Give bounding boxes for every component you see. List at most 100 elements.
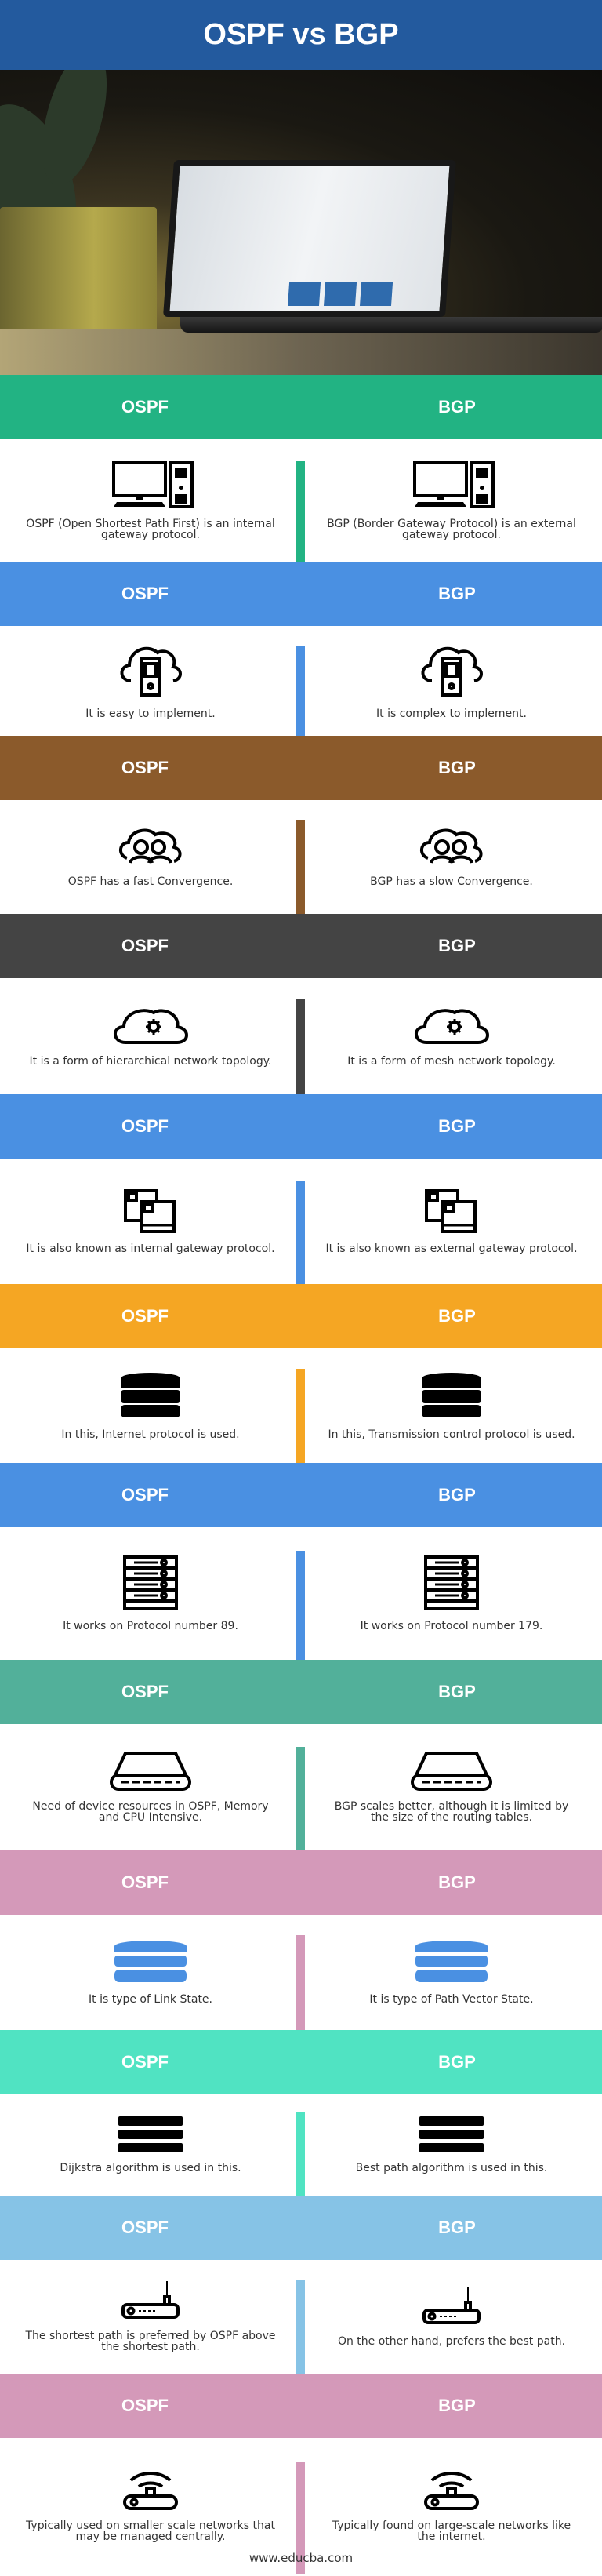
ospf-cell: It is also known as internal gateway pro… — [0, 1159, 301, 1284]
bgp-label: BGP — [438, 1872, 476, 1892]
bgp-text: Best path algorithm is used in this. — [355, 2162, 548, 2174]
divider — [296, 646, 305, 736]
desktop-computer-icon — [107, 460, 194, 518]
divider — [296, 999, 305, 1094]
blue-database-icon — [415, 1940, 488, 1994]
bgp-label: BGP — [438, 397, 476, 417]
comparison-row: OSPF BGP The shortest path is preferred … — [0, 2196, 602, 2374]
bgp-text: BGP (Border Gateway Protocol) is an exte… — [327, 517, 576, 541]
bgp-cell: It is also known as external gateway pro… — [301, 1159, 602, 1284]
divider — [296, 820, 305, 914]
ospf-cell: Need of device resources in OSPF, Memory… — [0, 1724, 301, 1850]
row-header: OSPF BGP — [0, 2374, 602, 2438]
hard-drive-icon — [411, 1752, 492, 1801]
row-header: OSPF BGP — [0, 1463, 602, 1527]
divider — [296, 461, 305, 562]
ospf-label: OSPF — [121, 1116, 169, 1136]
row-header: OSPF BGP — [0, 1850, 602, 1915]
bgp-cell: It works on Protocol number 179. — [301, 1527, 602, 1660]
cloud-gear-icon — [411, 1006, 492, 1056]
footer-url: www.educba.com — [248, 2551, 354, 2565]
comparison-row: OSPF BGP Need of device resources in OSP… — [0, 1660, 602, 1850]
bgp-label: BGP — [438, 2052, 476, 2072]
ospf-text: Need of device resources in OSPF, Memory… — [32, 1800, 269, 1824]
bgp-text: It is type of Path Vector State. — [369, 1993, 534, 2006]
row-header: OSPF BGP — [0, 1660, 602, 1724]
router-antenna-icon — [422, 2287, 481, 2336]
ospf-label: OSPF — [121, 2396, 169, 2415]
server-rack-icon — [123, 1555, 178, 1621]
cloud-users-icon — [118, 827, 183, 876]
row-header: OSPF BGP — [0, 562, 602, 626]
desktop-computer-icon — [408, 460, 495, 518]
wifi-router-icon — [424, 2471, 479, 2520]
bgp-label: BGP — [438, 2218, 476, 2237]
ospf-text: It is also known as internal gateway pro… — [26, 1242, 275, 1255]
ospf-label: OSPF — [121, 936, 169, 955]
ospf-cell: OSPF (Open Shortest Path First) is an in… — [0, 439, 301, 562]
hard-drive-icon — [110, 1752, 191, 1801]
documents-icon — [425, 1188, 478, 1243]
comparison-row: OSPF BGP Typically used on smaller scale… — [0, 2374, 602, 2574]
ospf-label: OSPF — [121, 758, 169, 777]
ospf-cell: It is type of Link State. — [0, 1915, 301, 2030]
ospf-text: OSPF (Open Shortest Path First) is an in… — [26, 517, 275, 541]
bgp-text: BGP scales better, although it is limite… — [334, 1800, 569, 1824]
ospf-text: It works on Protocol number 89. — [63, 1620, 238, 1632]
ospf-label: OSPF — [121, 584, 169, 603]
bgp-label: BGP — [438, 2396, 476, 2415]
ospf-label: OSPF — [121, 397, 169, 417]
bgp-label: BGP — [438, 1306, 476, 1326]
divider — [296, 2280, 305, 2374]
wifi-router-icon — [123, 2471, 178, 2520]
divider — [296, 1181, 305, 1284]
bgp-text: On the other hand, prefers the best path… — [337, 2335, 566, 2348]
bgp-cell: Best path algorithm is used in this. — [301, 2094, 602, 2196]
comparison-row: OSPF BGP It works on Protocol number 89.… — [0, 1463, 602, 1660]
ospf-cell: It is a form of hierarchical network top… — [0, 978, 301, 1094]
bgp-text: BGP has a slow Convergence. — [370, 875, 533, 888]
bgp-text: It works on Protocol number 179. — [360, 1620, 543, 1632]
bgp-cell: BGP scales better, although it is limite… — [301, 1724, 602, 1850]
ospf-cell: In this, Internet protocol is used. — [0, 1348, 301, 1463]
bgp-label: BGP — [438, 1682, 476, 1701]
ospf-text: The shortest path is preferred by OSPF a… — [25, 2330, 276, 2353]
ospf-cell: It works on Protocol number 89. — [0, 1527, 301, 1660]
row-header: OSPF BGP — [0, 1284, 602, 1348]
bgp-text: It is a form of mesh network topology. — [347, 1054, 556, 1068]
cloud-device-icon — [416, 643, 487, 708]
bgp-label: BGP — [438, 584, 476, 603]
divider — [296, 1551, 305, 1660]
bgp-text: In this, Transmission control protocol i… — [328, 1428, 575, 1441]
bgp-cell: In this, Transmission control protocol i… — [301, 1348, 602, 1463]
divider — [296, 1747, 305, 1850]
comparison-row: OSPF BGP In this, Internet protocol is u… — [0, 1284, 602, 1463]
bgp-text: It is complex to implement. — [376, 707, 527, 720]
comparison-table: OSPF BGP OSPF (Open Shortest Path First)… — [0, 375, 602, 2574]
ospf-label: OSPF — [121, 1306, 169, 1326]
database-icon — [119, 1372, 182, 1429]
row-header: OSPF BGP — [0, 375, 602, 439]
blue-database-icon — [114, 1940, 187, 1994]
divider — [296, 2112, 305, 2196]
bgp-label: BGP — [438, 1116, 476, 1136]
server-rack-icon — [424, 1555, 479, 1621]
bgp-label: BGP — [438, 936, 476, 955]
ospf-label: OSPF — [121, 1485, 169, 1504]
ospf-text: OSPF has a fast Convergence. — [67, 875, 234, 888]
laptop-photo — [0, 70, 602, 375]
ospf-label: OSPF — [121, 1872, 169, 1892]
ospf-cell: Typically used on smaller scale networks… — [0, 2438, 301, 2574]
ospf-text: Typically used on smaller scale networks… — [26, 2519, 275, 2543]
bgp-cell: On the other hand, prefers the best path… — [301, 2260, 602, 2374]
ospf-text: It is a form of hierarchical network top… — [29, 1054, 272, 1068]
bgp-cell: Typically found on large-scale networks … — [301, 2438, 602, 2574]
ospf-cell: The shortest path is preferred by OSPF a… — [0, 2260, 301, 2374]
row-header: OSPF BGP — [0, 914, 602, 978]
page-title: OSPF vs BGP — [0, 0, 602, 70]
stack-bars-icon — [419, 2116, 484, 2163]
router-antenna-icon — [121, 2281, 180, 2330]
cloud-users-icon — [419, 827, 484, 876]
comparison-row: OSPF BGP OSPF (Open Shortest Path First)… — [0, 375, 602, 562]
bgp-cell: It is type of Path Vector State. — [301, 1915, 602, 2030]
